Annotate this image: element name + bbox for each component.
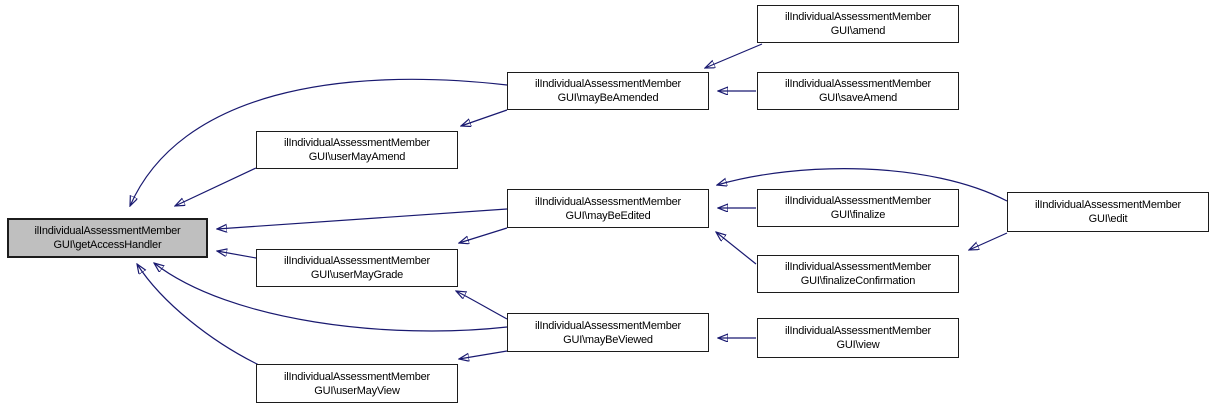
node-mayBeEdited[interactable]: ilIndividualAssessmentMember GUI\mayBeEd… [507,189,709,228]
edge-mayBeViewed-userMayView [459,350,508,359]
node-label-line2: GUI\finalize [830,209,886,221]
node-label-line2: GUI\userMayView [314,384,400,397]
node-label-line2: GUI\amend [830,25,886,37]
node-userMayAmend[interactable]: ilIndividualAssessmentMember GUI\userMay… [256,131,458,169]
edge-mayBeViewed-userMayGrade [456,291,508,320]
node-view[interactable]: ilIndividualAssessmentMember GUI\view [757,318,959,358]
node-label-line2: GUI\mayBeEdited [565,209,651,222]
node-edit[interactable]: ilIndividualAssessmentMember GUI\edit [1007,192,1209,232]
node-label-line2: GUI\finalizeConfirmation [800,275,916,287]
node-label-line1: ilIndividualAssessmentMember [34,225,181,237]
node-label-line1: ilIndividualAssessmentMember [784,261,931,273]
node-label-line1: ilIndividualAssessmentMember [534,195,681,208]
node-finalize[interactable]: ilIndividualAssessmentMember GUI\finaliz… [757,189,959,227]
node-label-line1: ilIndividualAssessmentMember [784,325,931,337]
edge-amend-mayBeAmended [705,43,763,68]
node-label-line1: ilIndividualAssessmentMember [1034,199,1181,211]
node-label-line1: ilIndividualAssessmentMember [784,11,931,23]
edge-mayBeViewed-getAccessHandler [154,263,508,332]
node-label-line2: GUI\userMayAmend [308,151,406,163]
node-saveAmend[interactable]: ilIndividualAssessmentMember GUI\saveAme… [757,72,959,110]
node-label-line2: GUI\view [836,339,880,351]
edge-mayBeEdited-getAccessHandler [217,208,508,229]
node-label-line1: ilIndividualAssessmentMember [784,195,931,207]
edge-mayBeEdited-userMayGrade [459,227,508,243]
edge-userMayGrade-getAccessHandler [217,251,257,259]
node-label-line2: GUI\saveAmend [818,92,898,104]
node-label-line1: ilIndividualAssessmentMember [534,78,681,90]
node-amend[interactable]: ilIndividualAssessmentMember GUI\amend [757,5,959,43]
node-label-line2: GUI\edit [1088,213,1128,225]
node-userMayView[interactable]: ilIndividualAssessmentMember GUI\userMay… [256,364,458,403]
node-label-line1: ilIndividualAssessmentMember [283,255,430,267]
edge-edit-finalizeConfirmation [969,232,1008,250]
node-mayBeAmended[interactable]: ilIndividualAssessmentMember GUI\mayBeAm… [507,72,709,110]
node-label-line2: GUI\userMayGrade [310,269,404,281]
node-label-line1: ilIndividualAssessmentMember [784,78,931,90]
edge-userMayAmend-getAccessHandler [175,167,257,206]
edge-edit-mayBeEdited [717,168,1008,202]
edge-finalizeConfirmation-mayBeEdited [716,232,757,265]
edge-userMayView-getAccessHandler [137,264,260,366]
node-label-line2: GUI\mayBeViewed [563,333,653,346]
node-userMayGrade[interactable]: ilIndividualAssessmentMember GUI\userMay… [256,249,458,287]
node-finalizeConfirmation[interactable]: ilIndividualAssessmentMember GUI\finaliz… [757,255,959,293]
node-label-line2: GUI\mayBeAmended [557,92,659,104]
node-mayBeViewed[interactable]: ilIndividualAssessmentMember GUI\mayBeVi… [507,313,709,352]
node-label-line1: ilIndividualAssessmentMember [283,137,430,149]
node-label-line1: ilIndividualAssessmentMember [283,370,430,383]
node-label-line2: GUI\getAccessHandler [53,239,162,251]
edge-mayBeAmended-getAccessHandler [130,78,508,206]
node-label-line1: ilIndividualAssessmentMember [534,319,681,332]
node-getAccessHandler: ilIndividualAssessmentMember GUI\getAcce… [7,218,208,258]
edge-mayBeAmended-userMayAmend [461,109,508,126]
